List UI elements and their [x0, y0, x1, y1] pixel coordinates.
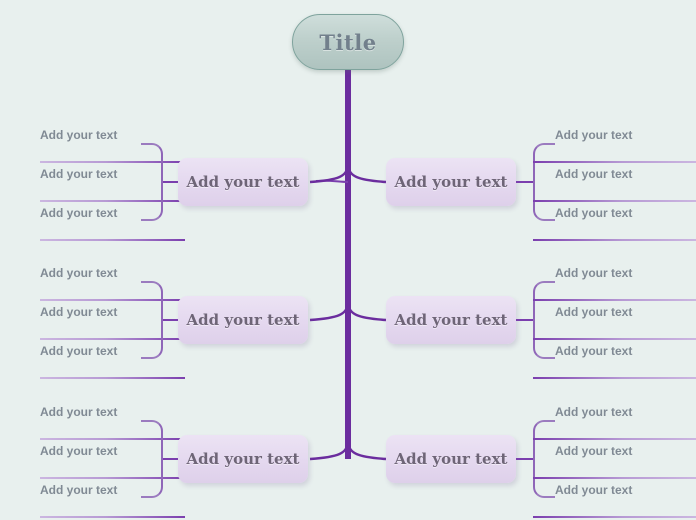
- branch-node-row1-right[interactable]: Add your text: [386, 158, 516, 206]
- leaf-group-row1-left: Add your text Add your text Add your tex…: [40, 124, 185, 241]
- bracket-row3-left: [141, 420, 163, 498]
- leaf-group-row3-right: Add your text Add your text Add your tex…: [533, 401, 696, 518]
- branch-label: Add your text: [394, 311, 508, 329]
- leaf-label: Add your text: [555, 206, 633, 220]
- branch-label: Add your text: [186, 173, 300, 191]
- connector-stub-row2-right: [516, 319, 533, 321]
- list-item[interactable]: Add your text: [533, 124, 696, 163]
- leaf-label: Add your text: [40, 344, 118, 358]
- branch-node-row2-right[interactable]: Add your text: [386, 296, 516, 344]
- leaf-label: Add your text: [40, 266, 118, 280]
- list-item[interactable]: Add your text: [533, 340, 696, 379]
- connector-stub-row1-left: [163, 181, 180, 183]
- bracket-row2-right: [533, 281, 555, 359]
- leaf-underline: [533, 438, 696, 440]
- branch-node-row2-left[interactable]: Add your text: [178, 296, 308, 344]
- leaf-label: Add your text: [40, 206, 118, 220]
- bracket-row3-right: [533, 420, 555, 498]
- leaf-label: Add your text: [40, 483, 118, 497]
- leaf-label: Add your text: [40, 128, 118, 142]
- leaf-underline: [40, 516, 185, 518]
- title-label: Title: [319, 29, 377, 55]
- leaf-underline: [40, 377, 185, 379]
- list-item[interactable]: Add your text: [40, 479, 185, 518]
- leaf-label: Add your text: [555, 266, 633, 280]
- leaf-label: Add your text: [555, 128, 633, 142]
- branch-node-row1-left[interactable]: Add your text: [178, 158, 308, 206]
- branch-label: Add your text: [186, 450, 300, 468]
- leaf-underline: [40, 200, 185, 202]
- connector-stub-row2-left: [163, 319, 180, 321]
- bracket-row2-left: [141, 281, 163, 359]
- leaf-underline: [533, 477, 696, 479]
- leaf-underline: [533, 516, 696, 518]
- leaf-label: Add your text: [555, 305, 633, 319]
- list-item[interactable]: Add your text: [533, 301, 696, 340]
- leaf-underline: [40, 338, 185, 340]
- leaf-label: Add your text: [40, 305, 118, 319]
- leaf-group-row1-right: Add your text Add your text Add your tex…: [533, 124, 696, 241]
- leaf-label: Add your text: [40, 405, 118, 419]
- title-node[interactable]: Title: [292, 14, 404, 70]
- leaf-label: Add your text: [555, 444, 633, 458]
- branch-node-row3-right[interactable]: Add your text: [386, 435, 516, 483]
- leaf-group-row2-left: Add your text Add your text Add your tex…: [40, 262, 185, 379]
- leaf-label: Add your text: [40, 167, 118, 181]
- list-item[interactable]: Add your text: [533, 262, 696, 301]
- leaf-underline: [40, 477, 185, 479]
- leaf-underline: [533, 200, 696, 202]
- connector-stub-row1-right: [516, 181, 533, 183]
- leaf-label: Add your text: [555, 483, 633, 497]
- leaf-underline: [40, 239, 185, 241]
- list-item[interactable]: Add your text: [533, 440, 696, 479]
- leaf-underline: [533, 338, 696, 340]
- list-item[interactable]: Add your text: [40, 202, 185, 241]
- branch-label: Add your text: [394, 450, 508, 468]
- list-item[interactable]: Add your text: [40, 163, 185, 202]
- leaf-group-row2-right: Add your text Add your text Add your tex…: [533, 262, 696, 379]
- bracket-row1-right: [533, 143, 555, 221]
- list-item[interactable]: Add your text: [40, 262, 185, 301]
- list-item[interactable]: Add your text: [533, 202, 696, 241]
- leaf-underline: [40, 438, 185, 440]
- leaf-underline: [533, 161, 696, 163]
- leaf-label: Add your text: [555, 405, 633, 419]
- list-item[interactable]: Add your text: [40, 440, 185, 479]
- list-item[interactable]: Add your text: [40, 124, 185, 163]
- list-item[interactable]: Add your text: [40, 401, 185, 440]
- leaf-underline: [40, 299, 185, 301]
- leaf-underline: [533, 239, 696, 241]
- leaf-underline: [40, 161, 185, 163]
- list-item[interactable]: Add your text: [40, 340, 185, 379]
- connector-stub-row3-right: [516, 458, 533, 460]
- list-item[interactable]: Add your text: [533, 401, 696, 440]
- bracket-row1-left: [141, 143, 163, 221]
- leaf-underline: [533, 299, 696, 301]
- connector-stub-row3-left: [163, 458, 180, 460]
- leaf-group-row3-left: Add your text Add your text Add your tex…: [40, 401, 185, 518]
- leaf-label: Add your text: [40, 444, 118, 458]
- branch-label: Add your text: [394, 173, 508, 191]
- branch-label: Add your text: [186, 311, 300, 329]
- list-item[interactable]: Add your text: [40, 301, 185, 340]
- leaf-label: Add your text: [555, 344, 633, 358]
- list-item[interactable]: Add your text: [533, 163, 696, 202]
- leaf-label: Add your text: [555, 167, 633, 181]
- leaf-underline: [533, 377, 696, 379]
- list-item[interactable]: Add your text: [533, 479, 696, 518]
- branch-node-row3-left[interactable]: Add your text: [178, 435, 308, 483]
